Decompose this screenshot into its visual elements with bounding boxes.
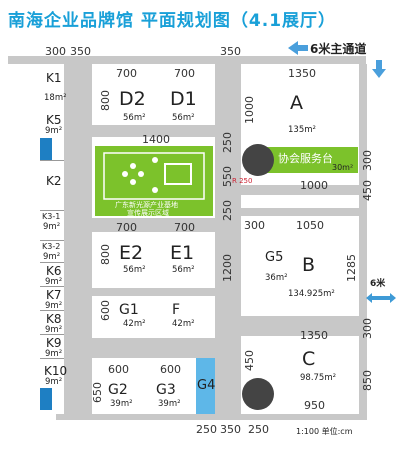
booth-f[interactable]: F 42m² — [162, 296, 208, 338]
dim-g2-w: 600 — [108, 363, 129, 376]
booth-b[interactable]: B 134.925m² — [288, 232, 358, 316]
green-zone-caption-1: 广东新光源产业基地 — [115, 201, 178, 209]
corridor-top — [8, 56, 366, 64]
corridor-h4 — [92, 338, 215, 358]
dim-b-350: 350 — [220, 423, 241, 436]
blue-block-top — [40, 138, 52, 160]
dim-top-300: 300 — [45, 45, 66, 58]
booth-k5[interactable]: K5 9m² — [40, 112, 64, 138]
main-aisle-down-arrow-icon — [372, 60, 386, 82]
booth-d2[interactable]: D2 56m² — [113, 82, 159, 125]
corridor-right-h1 — [241, 185, 359, 195]
booth-k3-1[interactable]: K3-1 9m² — [40, 210, 64, 233]
corridor-right-h3 — [241, 316, 359, 336]
dim-b-250b: 250 — [248, 423, 269, 436]
dim-v-300b: 300 — [361, 318, 374, 339]
main-aisle-arrow-icon — [288, 40, 308, 59]
booth-g5[interactable]: G5 36m² — [263, 232, 293, 316]
main-aisle-label: 6米主通道 — [310, 42, 367, 56]
booth-g1[interactable]: G1 42m² — [113, 296, 159, 338]
booth-g2[interactable]: G2 39m² — [104, 376, 148, 414]
stage-icon — [103, 152, 205, 204]
dim-e2-w: 700 — [116, 221, 137, 234]
dim-h-950: 950 — [304, 399, 325, 412]
dim-v-800b: 800 — [99, 244, 112, 265]
booth-k10[interactable]: K10 9m² — [40, 358, 67, 389]
corridor-bottom — [56, 414, 367, 420]
booth-e2[interactable]: E2 56m² — [113, 234, 159, 286]
booth-c[interactable]: C 98.75m² — [258, 340, 358, 400]
service-desk[interactable]: 协会服务台 30m² — [262, 147, 358, 173]
dim-h-1000: 1000 — [300, 179, 328, 192]
green-zone: 广东新光源产业基地 宣传展示区域 — [95, 146, 213, 217]
dim-d2-w: 700 — [116, 67, 137, 80]
dim-v-450a: 450 — [361, 180, 374, 201]
booth-a[interactable]: A 135m² — [258, 82, 358, 147]
corridor-h3 — [92, 288, 215, 296]
dim-top-350b: 350 — [220, 45, 241, 58]
dim-v-1000: 1000 — [243, 96, 256, 124]
dim-v-1200: 1200 — [221, 254, 234, 282]
page-title: 南海企业品牌馆 平面规划图（4.1展厅） — [8, 11, 337, 31]
booth-e1[interactable]: E1 56m² — [162, 234, 208, 286]
dim-h-1050: 1050 — [296, 219, 324, 232]
booth-d1[interactable]: D1 56m² — [162, 82, 208, 125]
booth-g4[interactable]: G4 — [196, 358, 215, 414]
dim-green-w: 1400 — [142, 133, 170, 146]
blue-block-bottom — [40, 388, 52, 410]
dim-v-250a: 250 — [221, 132, 234, 153]
dim-v-800: 800 — [99, 90, 112, 111]
booth-k7[interactable]: K7 9m² — [40, 286, 64, 311]
corridor-left — [64, 64, 92, 414]
booth-k1[interactable]: K1 18m² — [40, 64, 67, 113]
corridor-h1 — [92, 125, 215, 137]
booth-k8[interactable]: K8 9m² — [40, 310, 64, 335]
booth-k3-2[interactable]: K3-2 9m² — [40, 240, 64, 263]
side-aisle-arrow-icon — [366, 288, 396, 307]
dim-v-250b: 250 — [221, 200, 234, 221]
dim-v-1285: 1285 — [345, 254, 358, 282]
dim-v-600: 600 — [99, 300, 112, 321]
booth-k2[interactable]: K2 — [40, 160, 64, 201]
scale-note: 1:100 单位:cm — [296, 427, 353, 436]
booth-g3[interactable]: G3 39m² — [152, 376, 196, 414]
dim-b-250: 250 — [196, 423, 217, 436]
green-zone-caption-2: 宣传展示区域 — [127, 209, 169, 217]
corridor-right-h2 — [241, 208, 359, 216]
dim-a-w: 1350 — [288, 67, 316, 80]
dim-v-650: 650 — [91, 382, 104, 403]
dim-v-300a: 300 — [361, 150, 374, 171]
corridor-mid-vertical — [215, 64, 241, 420]
pillar-2 — [242, 378, 274, 410]
pillar-1 — [242, 144, 274, 176]
corridor-right — [359, 64, 367, 414]
dim-top-350a: 350 — [70, 45, 91, 58]
dim-r-label: R 250 — [232, 177, 253, 185]
side-aisle-label: 6米 — [370, 279, 386, 289]
booth-k6[interactable]: K6 9m² — [40, 262, 64, 287]
dim-h-300: 300 — [244, 219, 265, 232]
dim-v-850: 850 — [361, 370, 374, 391]
dim-e1-w: 700 — [174, 221, 195, 234]
dim-g3-w: 600 — [160, 363, 181, 376]
dim-h-1350: 1350 — [300, 329, 328, 342]
booth-k9[interactable]: K9 9m² — [40, 334, 64, 359]
corridor-h2 — [92, 218, 215, 232]
dim-d1-w: 700 — [174, 67, 195, 80]
dim-v-450b: 450 — [243, 350, 256, 371]
